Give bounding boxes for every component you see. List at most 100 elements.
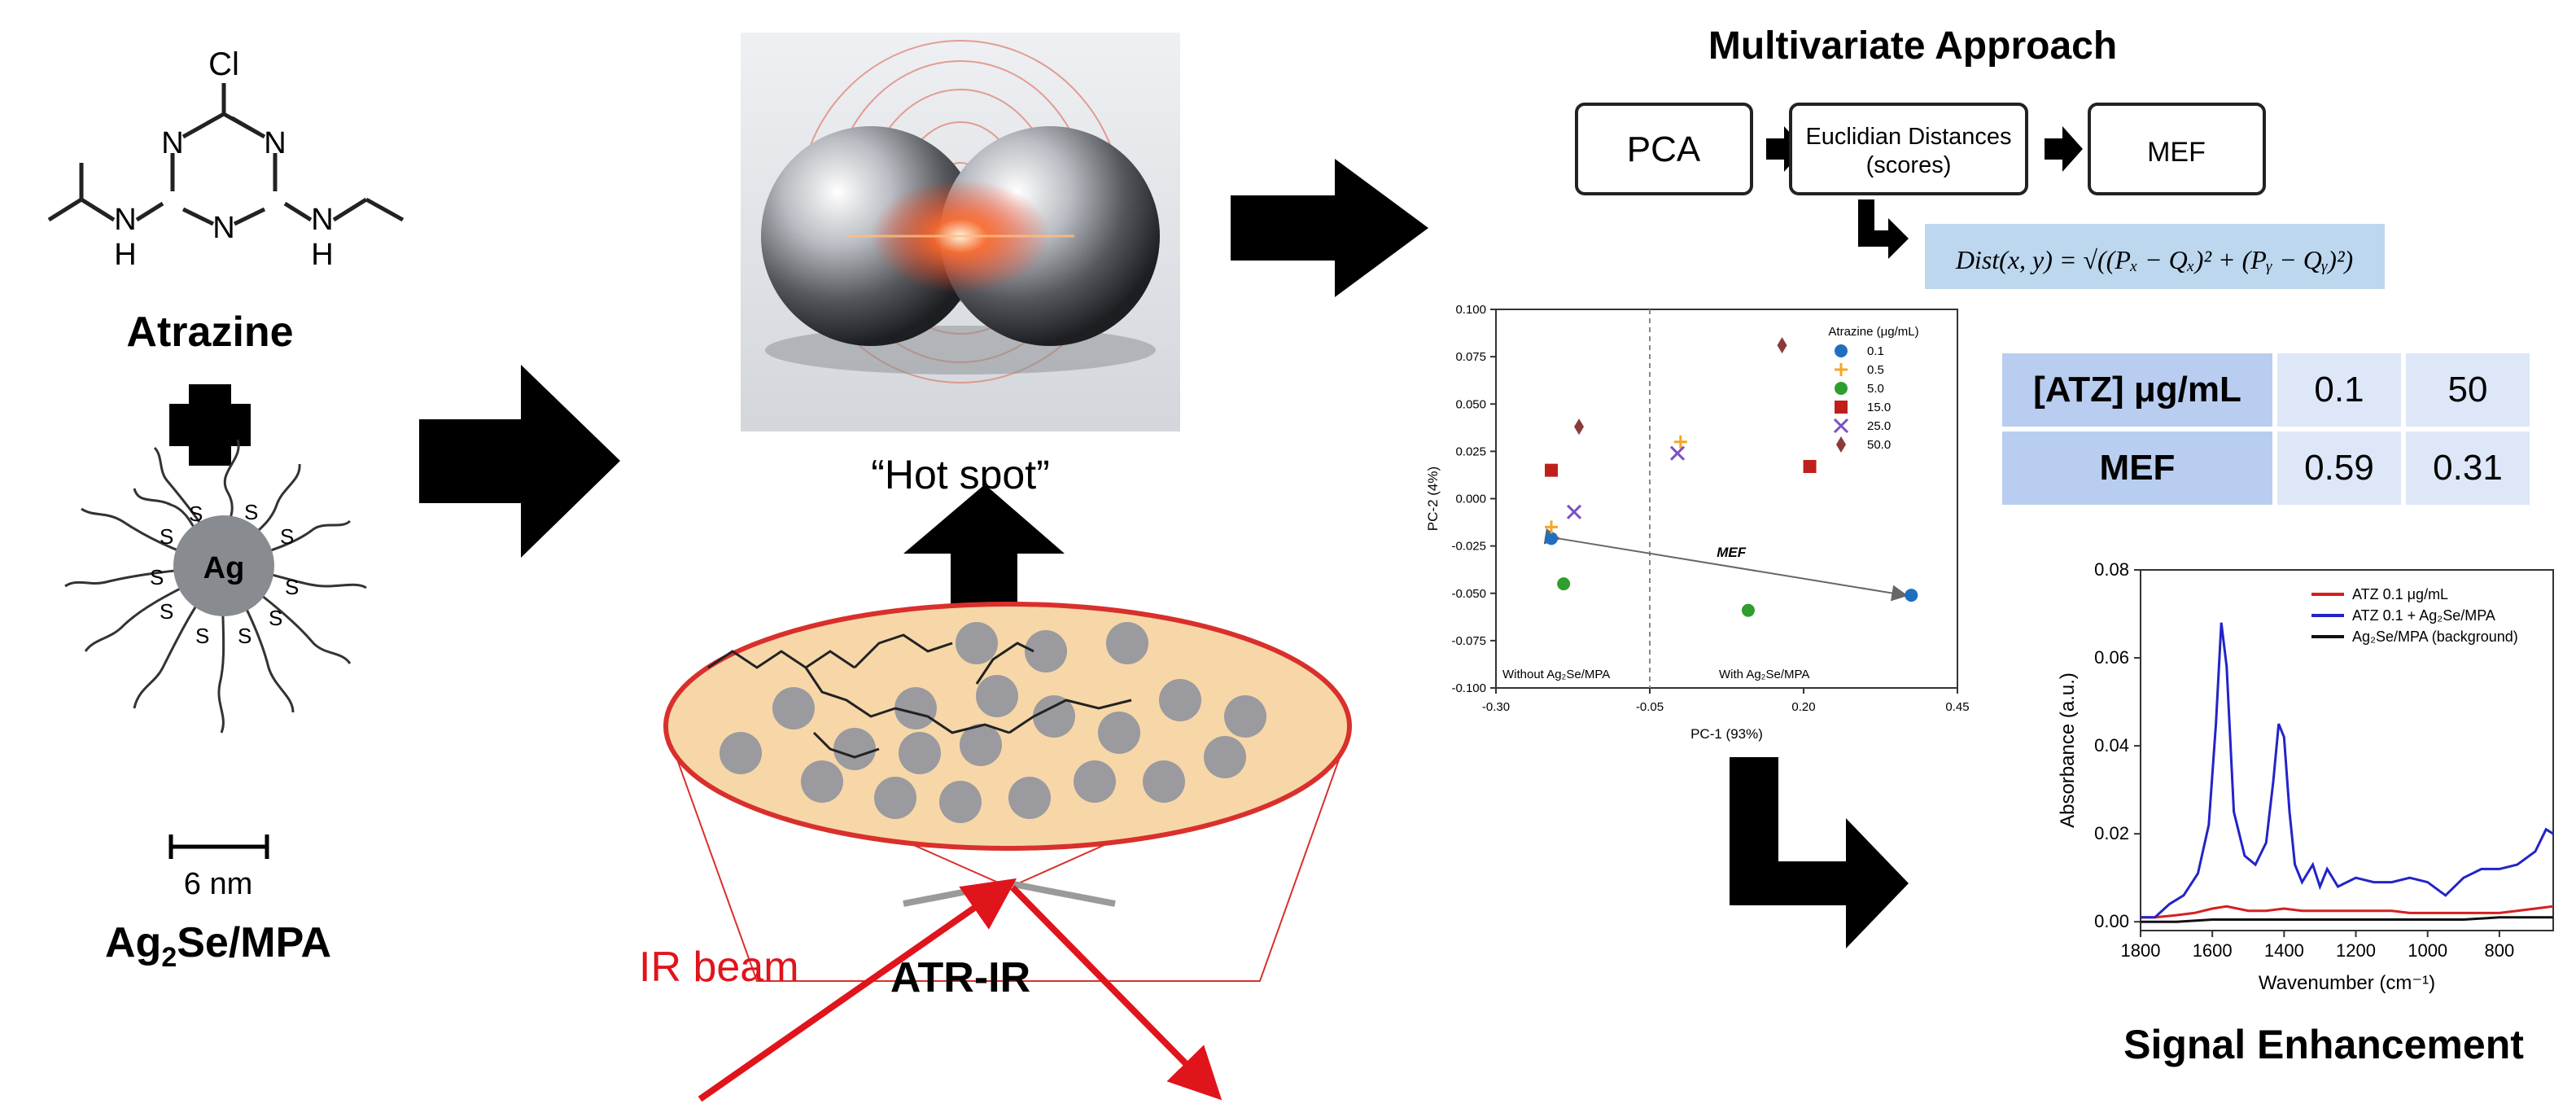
mef-table-val2: 0.31	[2406, 431, 2530, 505]
arrow-right-icon	[2045, 126, 2083, 172]
step-mef: MEF	[2147, 137, 2206, 168]
plot-frame	[2140, 569, 2554, 931]
atrazine-cl-label: Cl	[208, 46, 239, 82]
scale-bar	[168, 834, 269, 859]
atrazine-h-label: H	[311, 238, 333, 272]
y-tick-label: 0.050	[1455, 397, 1486, 411]
ag-core	[173, 515, 274, 616]
x-tick-label: 1400	[2264, 940, 2304, 961]
region-right-label: With Ag₂Se/MPA	[1719, 668, 1809, 681]
atrazine-n-label: N	[114, 203, 136, 237]
arrow-elbow-icon	[1730, 757, 1909, 948]
arrow-up-icon	[903, 484, 1065, 615]
arrow-right-icon	[1766, 126, 1804, 172]
series-line	[2141, 916, 2553, 923]
mef-table-row-label: MEF	[2002, 431, 2272, 505]
legend-marker	[1835, 363, 1848, 376]
atrazine-n-label: N	[161, 126, 183, 160]
workflow-title: Multivariate Approach	[1708, 24, 2117, 68]
arrow-right-icon	[1231, 159, 1428, 297]
svg-text:S: S	[160, 524, 173, 549]
x-tick-label: -0.05	[1636, 700, 1664, 714]
mef-arrow	[1543, 528, 1909, 602]
legend-title: Atrazine (μg/mL)	[1828, 325, 1918, 339]
arrow-elbow-icon	[1858, 199, 1909, 259]
scale-label: 6 nm	[184, 867, 252, 901]
nanoparticle-name: Ag2Se/MPA	[105, 919, 331, 973]
svg-text:S: S	[244, 500, 258, 524]
data-point	[1545, 520, 1559, 534]
y-tick-label: 0.025	[1455, 445, 1486, 458]
x-tick-label: 0.45	[1945, 700, 1969, 714]
x-tick-label: 1000	[2408, 940, 2447, 961]
x-tick-label: 1600	[2193, 940, 2233, 961]
y-tick-label: 0.02	[2094, 823, 2129, 843]
legend-marker	[1835, 401, 1848, 414]
y-tick-label: 0.04	[2094, 735, 2129, 756]
legend-marker	[1835, 382, 1848, 395]
svg-text:S: S	[160, 599, 173, 624]
legend-label: 50.0	[1867, 438, 1891, 452]
x-tick-label: 800	[2485, 940, 2515, 961]
legend-marker	[1835, 344, 1848, 357]
hot-spot-label: “Hot spot”	[871, 452, 1050, 497]
data-point	[1669, 445, 1686, 461]
x-axis-label: PC-1 (93%)	[1690, 726, 1763, 742]
arrow-right-icon	[419, 365, 620, 558]
step-distances-sub: (scores)	[1866, 152, 1952, 178]
legend-label: 5.0	[1867, 382, 1884, 396]
y-tick-label: 0.06	[2094, 647, 2129, 668]
series-line	[2141, 905, 2554, 919]
svg-text:S: S	[195, 624, 209, 648]
atrazine-h-label: H	[114, 238, 136, 272]
workflow-steps: PCA Euclidian Distances (scores) MEF Dis…	[1575, 103, 2385, 289]
ir-beam-out	[1010, 885, 1222, 1101]
data-point	[1673, 435, 1687, 449]
svg-text:S: S	[280, 524, 294, 549]
y-tick-label: -0.075	[1451, 634, 1486, 648]
sulfur-labels: S S S S S S S S S S	[150, 500, 299, 648]
mef-table-col1: 0.1	[2277, 353, 2401, 427]
distance-formula: Dist(x, y) = √((Pₓ − Qₓ)² + (Pᵧ − Qᵧ)²)	[1955, 245, 2353, 274]
legend-label: 25.0	[1867, 419, 1891, 433]
signal-enhancement-title: Signal Enhancement	[2123, 1022, 2524, 1067]
mef-arrow-label: MEF	[1717, 545, 1747, 560]
atr-crystal	[663, 602, 1352, 982]
y-tick-label: 0.000	[1455, 493, 1486, 506]
step-pca: PCA	[1627, 129, 1701, 169]
mef-table-val1: 0.59	[2277, 431, 2401, 505]
y-tick-label: -0.050	[1451, 587, 1486, 601]
atrazine-n-label: N	[212, 211, 234, 245]
data-point	[1557, 577, 1571, 591]
data-point	[1777, 337, 1787, 354]
plot-frame	[1495, 309, 1958, 689]
y-tick-label: -0.025	[1451, 540, 1486, 554]
y-tick-label: 0.08	[2094, 559, 2129, 580]
atr-ir-label: ATR-IR	[890, 954, 1030, 1001]
x-tick-label: -0.30	[1482, 700, 1510, 714]
svg-text:S: S	[189, 502, 203, 526]
y-tick-label: 0.00	[2094, 911, 2129, 931]
x-tick-label: 0.20	[1791, 700, 1815, 714]
x-axis-label: Wavenumber (cm⁻¹)	[2259, 972, 2435, 994]
y-tick-label: -0.100	[1451, 681, 1486, 695]
mef-table-col2: 50	[2406, 353, 2530, 427]
legend-marker	[1833, 418, 1849, 434]
region-left-label: Without Ag₂Se/MPA	[1502, 668, 1610, 681]
data-point	[1741, 603, 1755, 617]
atrazine-structure	[47, 83, 405, 226]
legend-label: 0.1	[1867, 344, 1884, 358]
legend-label: ATZ 0.1 + Ag₂Se/MPA	[2352, 607, 2495, 624]
pca-scatter-chart: -0.30 -0.05 0.20 0.45 -0.100 -0.075 -0.050 -0.0…	[1425, 303, 1970, 742]
atrazine-name: Atrazine	[126, 309, 293, 356]
plus-icon	[169, 384, 251, 466]
y-tick-label: 0.075	[1455, 350, 1486, 364]
svg-text:S: S	[238, 624, 251, 648]
mef-table-header: [ATZ] μg/mL	[2002, 353, 2272, 427]
data-point	[1545, 532, 1559, 545]
series-line	[2141, 622, 2554, 919]
data-point	[1803, 459, 1817, 473]
y-tick-label: 0.100	[1455, 303, 1486, 317]
x-tick-label: 1800	[2121, 940, 2161, 961]
